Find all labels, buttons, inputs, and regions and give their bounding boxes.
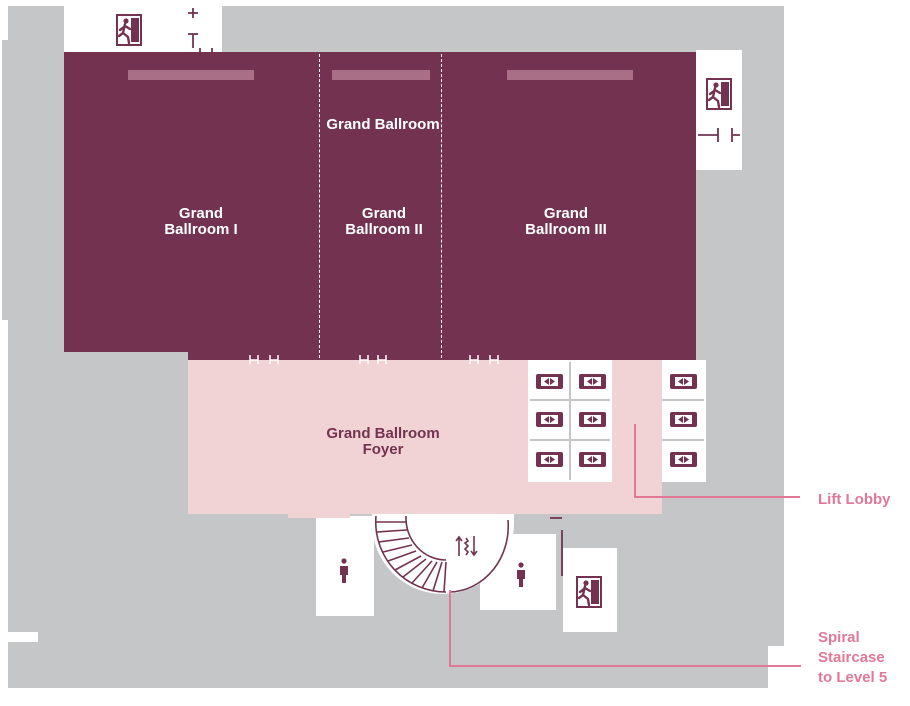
grand-ballroom[interactable]	[64, 52, 696, 352]
stage-ballroom-2	[332, 70, 430, 80]
spiral-staircase-callout-line2: Staircase	[818, 649, 885, 666]
ballroom-3-label-line2: Ballroom III	[525, 221, 607, 238]
ballroom-2-label: Grand Ballroom II	[314, 206, 454, 238]
ballroom-2-label-line1: Grand	[361, 205, 407, 222]
building-outline-lower	[8, 640, 768, 688]
ballroom-1-label-line2: Ballroom I	[164, 221, 238, 238]
stage-ballroom-3	[507, 70, 633, 80]
ballroom-2-label-line2: Ballroom II	[345, 221, 423, 238]
foyer-label: Grand Ballroom Foyer	[300, 426, 466, 458]
ballroom-3-label-line1: Grand	[543, 205, 589, 222]
ballroom-3-label: Grand Ballroom III	[494, 206, 638, 238]
partition-1-2	[319, 54, 320, 358]
grand-ballroom-label: Grand Ballroom	[326, 116, 440, 133]
foyer-label-line1: Grand Ballroom	[326, 425, 440, 442]
building-outline-west	[2, 40, 12, 320]
spiral-staircase-callout: Spiral Staircase to Level 5	[818, 628, 887, 688]
restroom-icon	[515, 562, 527, 588]
foyer-entry	[288, 508, 350, 518]
ballroom-1-label-line1: Grand	[178, 205, 224, 222]
grand-ballroom-extension	[188, 350, 696, 360]
stairs-icon	[455, 534, 479, 558]
staircase-leader-v	[449, 590, 451, 666]
spiral-staircase-callout-line3: to Level 5	[818, 669, 888, 686]
spiral-staircase-callout-line1: Spiral	[818, 629, 860, 646]
lift-lobby-leader-v	[634, 424, 636, 498]
partition-2-3	[441, 54, 442, 358]
foyer-label-line2: Foyer	[362, 441, 404, 458]
restroom-icon	[338, 558, 350, 584]
staircase-leader-h	[449, 665, 801, 667]
stage-ballroom-1	[128, 70, 254, 80]
exit-room-north	[64, 6, 222, 54]
lift-lobby-callout: Lift Lobby	[818, 491, 891, 508]
lift-lobby-leader-h	[634, 496, 800, 498]
ballroom-1-label: Grand Ballroom I	[130, 206, 272, 238]
building-notch-west	[4, 632, 38, 642]
exit-room-east	[696, 50, 742, 170]
